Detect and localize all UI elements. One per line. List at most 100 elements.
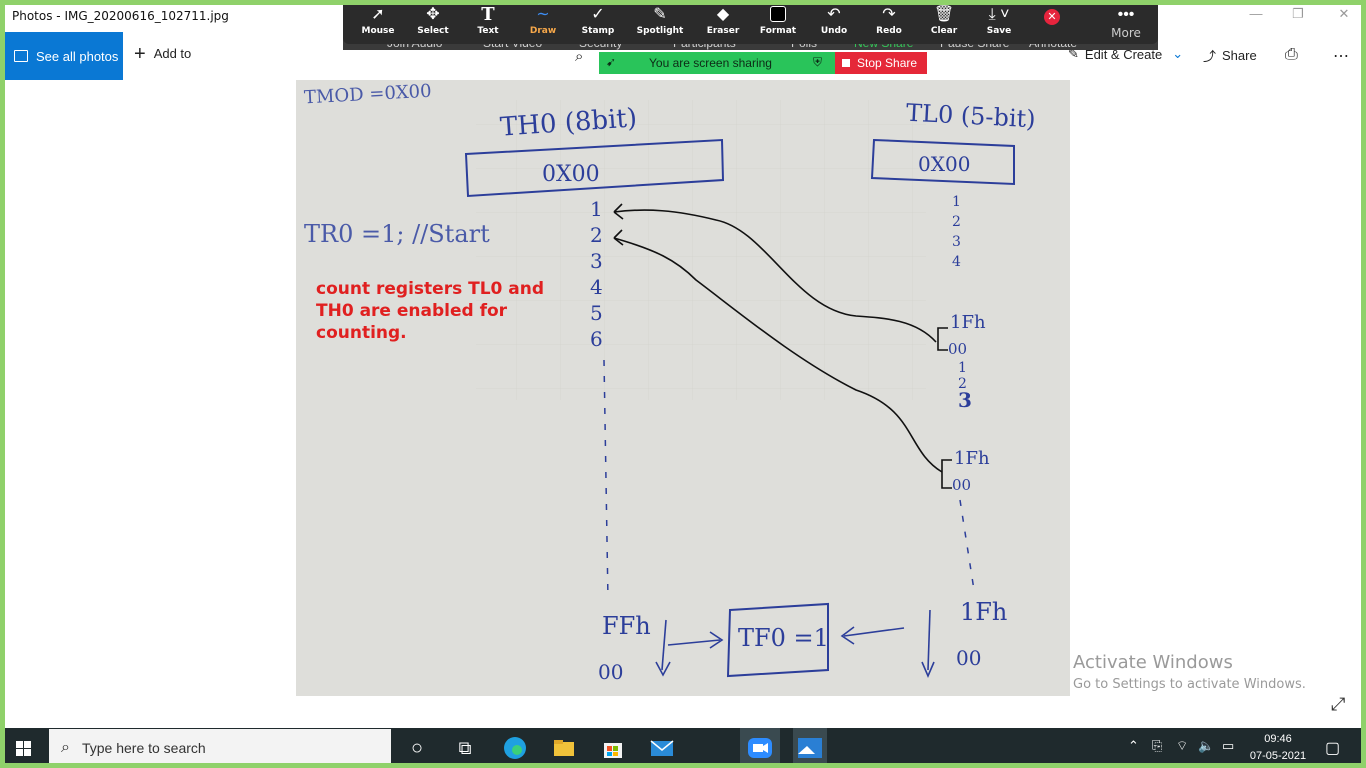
tool-text[interactable]: T Text — [461, 0, 515, 44]
share-label: Share — [1222, 48, 1257, 63]
print-button[interactable]: ⎙ — [1285, 46, 1298, 64]
move-icon: ✥ — [426, 6, 440, 23]
windows-logo-icon — [16, 741, 31, 756]
chevron-up-icon[interactable]: ⌃ — [1128, 738, 1139, 753]
close-annotation-icon[interactable]: ✕ — [1044, 9, 1060, 25]
photos-app-icon[interactable] — [793, 728, 827, 768]
count-item: 4 — [952, 254, 961, 270]
more-icon: ⋯ — [1333, 48, 1349, 65]
undo-icon: ↶ — [827, 6, 841, 23]
tool-format[interactable]: Format — [751, 0, 805, 44]
count-item: 1 — [952, 194, 961, 210]
maximize-icon[interactable]: ❐ — [1292, 6, 1304, 21]
redo-icon: ↷ — [882, 6, 896, 23]
eraser-icon: ◆ — [716, 6, 730, 23]
see-all-photos-button[interactable]: See all photos — [5, 32, 123, 80]
tf0-text: TF0 =1 — [738, 624, 829, 652]
volume-icon[interactable]: 🔈 — [1198, 738, 1215, 753]
share-icon: ⤴ — [1203, 49, 1217, 64]
zoom-app-icon[interactable] — [740, 728, 780, 768]
search-placeholder: Type here to search — [81, 740, 206, 756]
more-button[interactable]: ••• More — [1099, 0, 1153, 44]
window-title: Photos - IMG_20200616_102711.jpg — [12, 9, 229, 23]
count-item: 2 — [952, 214, 961, 230]
tool-undo[interactable]: ↶ Undo — [807, 0, 861, 44]
handwriting-drawing — [296, 80, 1070, 696]
tl0-1fh-a: 1Fh — [950, 312, 986, 333]
tl0-00-b: 00 — [952, 476, 972, 494]
tool-clear[interactable]: 🗑 Clear — [917, 0, 971, 44]
minimize-icon[interactable]: — — [1249, 6, 1263, 21]
expand-icon[interactable]: ⤢ — [1331, 694, 1346, 714]
cursor-icon: ➚ — [371, 6, 385, 23]
cortana-icon[interactable]: ○ — [410, 737, 424, 759]
trash-icon: 🗑 — [933, 6, 955, 23]
stop-share-label: Stop Share — [857, 56, 918, 70]
count-item: 3 — [590, 249, 603, 273]
tool-save[interactable]: ⤓ ˅ Save — [972, 0, 1026, 44]
shield-icon: ⛨ — [813, 55, 823, 69]
notification-icon[interactable]: ▢ — [1325, 740, 1341, 757]
tr0-text: TR0 =1; //Start — [304, 220, 490, 248]
edit-create-label: Edit & Create — [1084, 46, 1163, 62]
tool-eraser[interactable]: ◆ Eraser — [696, 0, 750, 44]
more-options-button[interactable]: ⋯ — [1333, 46, 1349, 66]
stop-share-button[interactable]: Stop Share — [835, 52, 927, 74]
add-to-button[interactable]: + Add to — [134, 42, 192, 65]
taskbar-clock[interactable]: 09:46 07-05-2021 — [1246, 731, 1310, 765]
zero-left-text: 00 — [598, 660, 624, 684]
tool-select[interactable]: ✥ Select — [406, 0, 460, 44]
screen-sharing-banner: ➹ You are screen sharing ⛨ — [599, 52, 835, 74]
clock-time: 09:46 — [1264, 733, 1292, 745]
count-item: 5 — [590, 301, 603, 325]
wifi-icon[interactable]: ⌔ — [1176, 738, 1189, 753]
print-icon: ⎙ — [1285, 46, 1298, 63]
pin-icon: ➹ — [606, 55, 617, 69]
tl0-1fh-b: 1Fh — [954, 448, 990, 469]
more-dots-icon: ••• — [1117, 6, 1135, 23]
activate-windows-title: Activate Windows — [1073, 652, 1233, 673]
count-item: 3 — [952, 234, 961, 250]
tl0-count-list: 1 2 3 4 — [952, 192, 961, 272]
save-icon: ⤓ ˅ — [988, 6, 1010, 23]
tool-redo[interactable]: ↷ Redo — [862, 0, 916, 44]
meeting-tray-icon[interactable]: ⎘ — [1152, 738, 1163, 753]
ffh-text: FFh — [602, 612, 651, 640]
square-icon — [751, 0, 805, 26]
count-item: 6 — [590, 327, 603, 351]
one-fh-text: 1Fh — [960, 598, 1008, 626]
tool-stamp[interactable]: ✓ Stamp — [571, 0, 625, 44]
count-item: 2 — [590, 223, 603, 247]
plus-icon: + — [134, 42, 146, 65]
add-to-label: Add to — [153, 46, 192, 61]
store-icon[interactable] — [598, 733, 628, 763]
sharing-label: You are screen sharing — [649, 56, 772, 70]
tl0-mid-list: 1 2 3 — [958, 360, 972, 410]
close-icon[interactable]: ✕ — [1338, 6, 1350, 21]
battery-icon[interactable]: ▭ — [1222, 738, 1235, 753]
count-item: 4 — [590, 275, 603, 299]
task-view-icon[interactable]: ⧉ — [458, 738, 472, 758]
draw-icon: ∼ — [536, 6, 550, 23]
zoom-icon[interactable]: ⌕ — [575, 48, 584, 65]
share-button[interactable]: ⤴ Share — [1203, 46, 1257, 65]
see-all-photos-label: See all photos — [36, 48, 119, 64]
count-item: 1 — [590, 197, 603, 221]
tl0-value: 0X00 — [918, 152, 971, 176]
start-button[interactable] — [5, 728, 45, 768]
edit-create-button[interactable]: ✎ Edit & Create ⌄ — [1068, 46, 1183, 62]
check-icon: ✓ — [591, 6, 605, 23]
tool-spotlight[interactable]: ✎ Spotlight — [633, 0, 687, 44]
edge-icon[interactable] — [500, 733, 530, 763]
tool-mouse[interactable]: ➚ Mouse — [351, 0, 405, 44]
clock-date: 07-05-2021 — [1249, 750, 1307, 762]
tool-draw[interactable]: ∼ Draw — [516, 0, 570, 44]
count-item: 2 — [958, 376, 967, 392]
annotation-text: count registers TL0 and TH0 are enabled … — [316, 279, 545, 343]
zero-right-text: 00 — [956, 646, 982, 670]
taskbar-search[interactable]: ⌕ Type here to search — [49, 729, 391, 767]
file-explorer-icon[interactable] — [549, 733, 579, 763]
mail-icon[interactable] — [647, 733, 677, 763]
photo-canvas: TMOD =0X00 TH0 (8bit) TL0 (5-bit) 0X00 0… — [296, 80, 1070, 696]
wand-icon: ✎ — [653, 6, 667, 23]
